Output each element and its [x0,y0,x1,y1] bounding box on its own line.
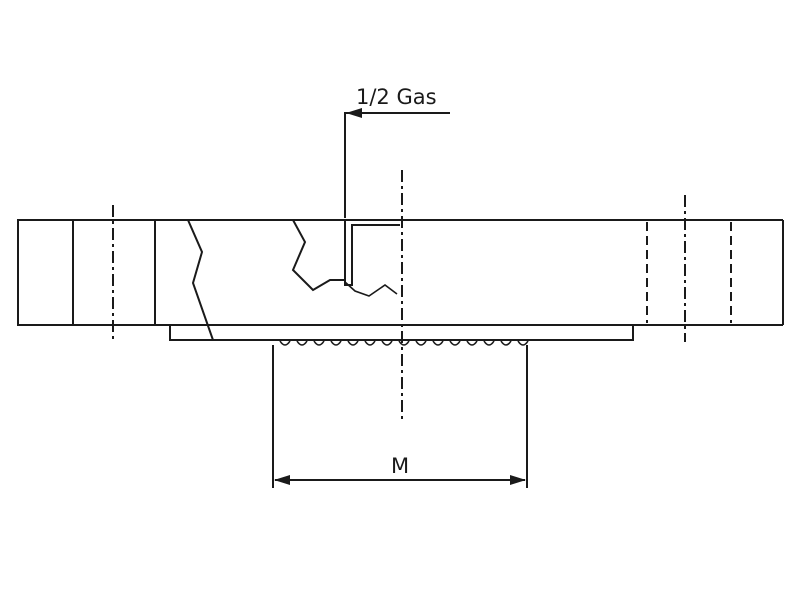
arrowhead-icon [510,475,526,485]
thread-leader [344,108,450,218]
hatched-section-left [17,219,215,341]
hatched-section-gauge [291,219,400,297]
dimension-m [272,345,528,488]
arrowhead-icon [274,475,290,485]
serration-groove [415,340,427,346]
serration-groove [449,340,461,346]
serration-groove [483,340,495,346]
serration-groove [517,340,529,346]
serration-groove [313,340,325,346]
serration-groove [330,340,342,346]
serration-groove [347,340,359,346]
serration-groove [364,340,376,346]
dimension-label: M [391,454,409,478]
arrowhead-icon [346,108,362,118]
serration-groove [466,340,478,346]
serration-groove [381,340,393,346]
thread-label: 1/2 Gas [356,85,437,109]
serration-groove [279,340,291,346]
serration-groove [432,340,444,346]
serration-groove [398,340,410,346]
flange-body [17,219,784,341]
serrated-face [279,340,529,346]
serration-groove [500,340,512,346]
serration-groove [296,340,308,346]
